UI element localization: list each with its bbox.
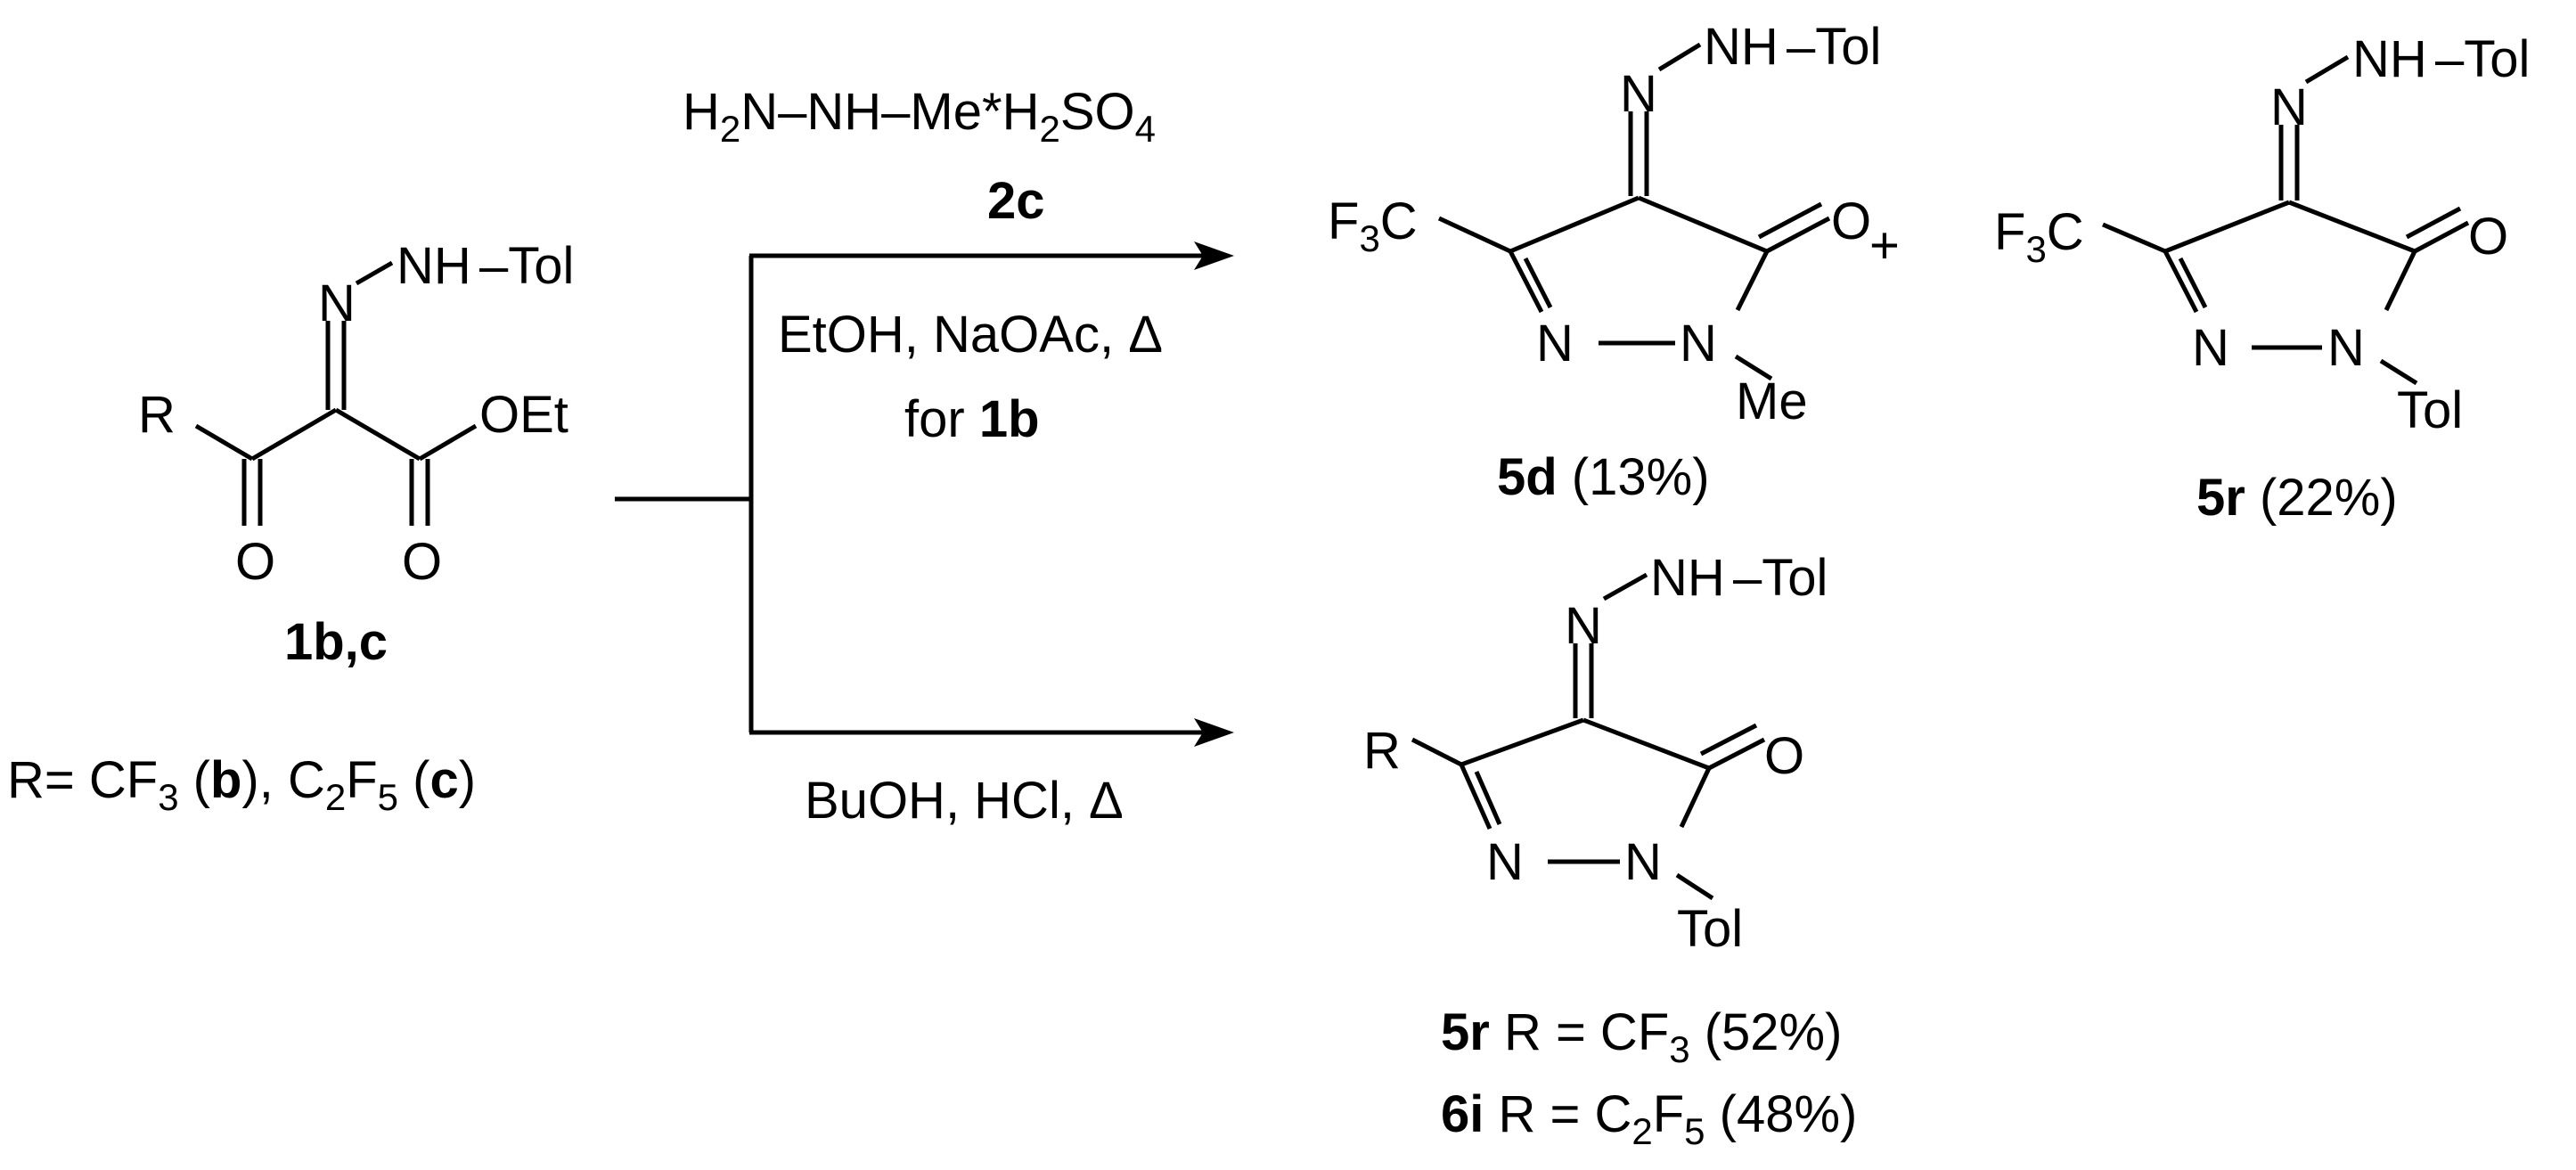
atom-pb-n2: N [1486, 833, 1524, 891]
atom-5r-n2: N [2192, 319, 2229, 377]
reagent-label-2c: 2c [987, 172, 1045, 230]
bond-5d-c5-o-b [1757, 201, 1823, 240]
bond-pb-c3-n2 [1459, 763, 1492, 830]
starting-material-1bc: NH –Tol N R OEt O O 1b,c R= CF3 (b), C2F… [7, 237, 574, 818]
atom-o-ester: O [402, 533, 442, 591]
bond-5r-c4-c3 [2164, 200, 2290, 254]
bond-5r-c3-n2-inner [2178, 257, 2208, 309]
reaction-arrows [615, 241, 1234, 747]
atom-nh: NH [397, 237, 471, 295]
bond-5d-c3-n2-inner [1523, 257, 1553, 309]
bond-n-nh [355, 260, 394, 286]
atom-5d-cf3: F3C [1328, 192, 1418, 259]
bond-c2-c3 [334, 407, 421, 462]
atom-5r-cf3: F3C [1994, 203, 2084, 270]
bond-pb-c5-o-a [1707, 737, 1766, 771]
atom-5r-n1: N [2327, 319, 2365, 377]
bond-5d-n-nh [1657, 42, 1702, 72]
bond-5d-c5-o-a [1765, 216, 1831, 254]
bond-5r-c5-o-a [2413, 220, 2470, 254]
reagent-2c: H2N–NH–Me*H2SO4 2c [683, 83, 1156, 230]
product-5r-top: N NH –Tol F3C O N N Tol 5r (22%) [1994, 30, 2530, 527]
bond-c1-r [194, 423, 254, 462]
bond-5r-c5-n1 [2384, 250, 2417, 312]
bond-5d-c3-cf3 [1437, 216, 1512, 254]
bond-pb-c4-c3 [1460, 717, 1584, 767]
bond-5r-n1-tol [2379, 358, 2418, 386]
atom-pb-tol2: Tol [1677, 900, 1743, 958]
atom-5d-tol: –Tol [1787, 18, 1881, 76]
top-arrow-head [1194, 241, 1234, 270]
bond-5d-n1-me [1734, 354, 1773, 381]
atom-5d-nh: NH [1704, 18, 1779, 76]
atom-pb-n1: N [1624, 833, 1662, 891]
reagent-formula: H2N–NH–Me*H2SO4 [683, 83, 1156, 150]
atom-5r-tol: –Tol [2435, 30, 2530, 88]
conditions-top-line2: for 1b [904, 390, 1040, 448]
compound-label-1bc: 1b,c [284, 613, 388, 671]
atom-oet: OEt [479, 386, 568, 444]
atom-tol: –Tol [479, 237, 574, 295]
bond-c2-c1 [250, 407, 338, 462]
bond-pb-c3-n2-inner [1474, 770, 1502, 826]
bond-5d-c5-n1 [1735, 250, 1770, 312]
bond-5r-c3-cf3 [2102, 222, 2166, 254]
compound-label-5r-bottom: 5r R = CF3 (52%) [1441, 1003, 1842, 1070]
bond-5r-n-nh [2304, 54, 2350, 85]
atom-5r-n: N [2270, 78, 2308, 136]
bond-pb-c4-c5 [1582, 717, 1710, 771]
bond-pb-c3-r [1411, 737, 1463, 767]
atom-pb-o: O [1764, 727, 1804, 785]
bond-5d-c4-c3 [1509, 195, 1640, 254]
plus-sign: + [1869, 217, 1900, 274]
atom-o-ketone: O [235, 533, 275, 591]
bond-c3-oet [418, 423, 478, 462]
compound-label-6i: 6i R = C2F5 (48%) [1441, 1085, 1857, 1152]
bond-5d-c3-n2 [1508, 250, 1544, 314]
atom-pb-nh: NH [1650, 549, 1725, 607]
atom-pb-n: N [1565, 597, 1602, 655]
atom-5d-n: N [1620, 65, 1657, 123]
bond-5d-c4-c5 [1638, 195, 1768, 254]
atom-5d-me: Me [1736, 372, 1808, 430]
bond-5r-c4-c5 [2288, 200, 2416, 254]
bond-5r-c5-o-b [2405, 206, 2462, 240]
bottom-arrow-head [1194, 718, 1234, 747]
product-5d: N NH –Tol F3C O N N Me 5d (13%) [1328, 18, 1881, 506]
compound-label-5r-top: 5r (22%) [2196, 469, 2398, 527]
compound-label-5d: 5d (13%) [1497, 448, 1710, 506]
conditions-top-line1: EtOH, NaOAc, Δ [778, 306, 1163, 364]
atom-r: R [138, 386, 176, 444]
atom-pb-r: R [1363, 722, 1401, 780]
atom-pb-tol: –Tol [1733, 549, 1828, 607]
product-bottom: N NH –Tol R O N N Tol 5r R = CF3 (52%) 6… [1363, 549, 1857, 1152]
atom-5d-n1: N [1680, 315, 1717, 372]
conditions-bottom: BuOH, HCl, Δ [805, 772, 1124, 830]
bond-pb-c5-n1 [1679, 766, 1712, 829]
atom-n: N [318, 274, 356, 332]
bond-pb-c5-o-b [1699, 723, 1758, 757]
bond-pb-n1-tol [1675, 872, 1714, 901]
atom-5r-nh: NH [2352, 30, 2427, 88]
atom-5r-tol2: Tol [2397, 381, 2463, 439]
bond-pb-n-nh [1602, 572, 1648, 601]
bond-5r-c3-n2 [2163, 250, 2199, 314]
r-definition: R= CF3 (b), C2F5 (c) [7, 751, 476, 818]
atom-5d-o: O [1831, 192, 1871, 250]
atom-5d-n2: N [1536, 315, 1574, 372]
atom-5r-o: O [2468, 208, 2508, 266]
